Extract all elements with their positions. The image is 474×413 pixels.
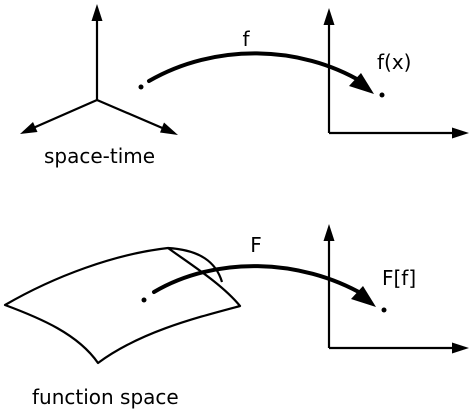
spacetime-point [138,84,144,90]
spacetime-axis-right [95,98,176,135]
bottom-mapping-arrow [152,264,366,297]
bottom-arrow-label: F [250,233,262,257]
bottom-mapping-arrowhead [351,286,376,307]
spacetime-axis-left [22,98,99,134]
spacetime-arrowhead-up [91,4,103,21]
spacetime-arrowhead-left [20,122,38,134]
top-result-x-arrowhead [452,127,469,139]
function-space-caption: function space [32,385,179,409]
spacetime-arrowheads [20,4,178,135]
top-result-axes [327,14,462,135]
spacetime-arrowhead-right [160,122,178,135]
top-result-y-arrowhead [323,8,335,25]
function-space-surface-fold [167,246,224,283]
top-point-label: f(x) [377,50,411,74]
top-result-point [379,92,385,98]
bottom-result-axes [327,230,462,350]
spacetime-axes [22,6,176,135]
function-space-surface [3,246,242,365]
top-mapping-arrow [147,51,364,84]
bottom-point-label: F[f] [382,266,416,290]
function-space-point [141,297,147,303]
top-mapping-arrowhead [349,73,374,94]
bottom-result-point [381,307,387,313]
top-arrow-label: f [242,27,250,51]
spacetime-caption: space-time [44,144,155,168]
bottom-result-y-arrowhead [323,224,335,241]
bottom-result-x-arrowhead [452,342,469,354]
